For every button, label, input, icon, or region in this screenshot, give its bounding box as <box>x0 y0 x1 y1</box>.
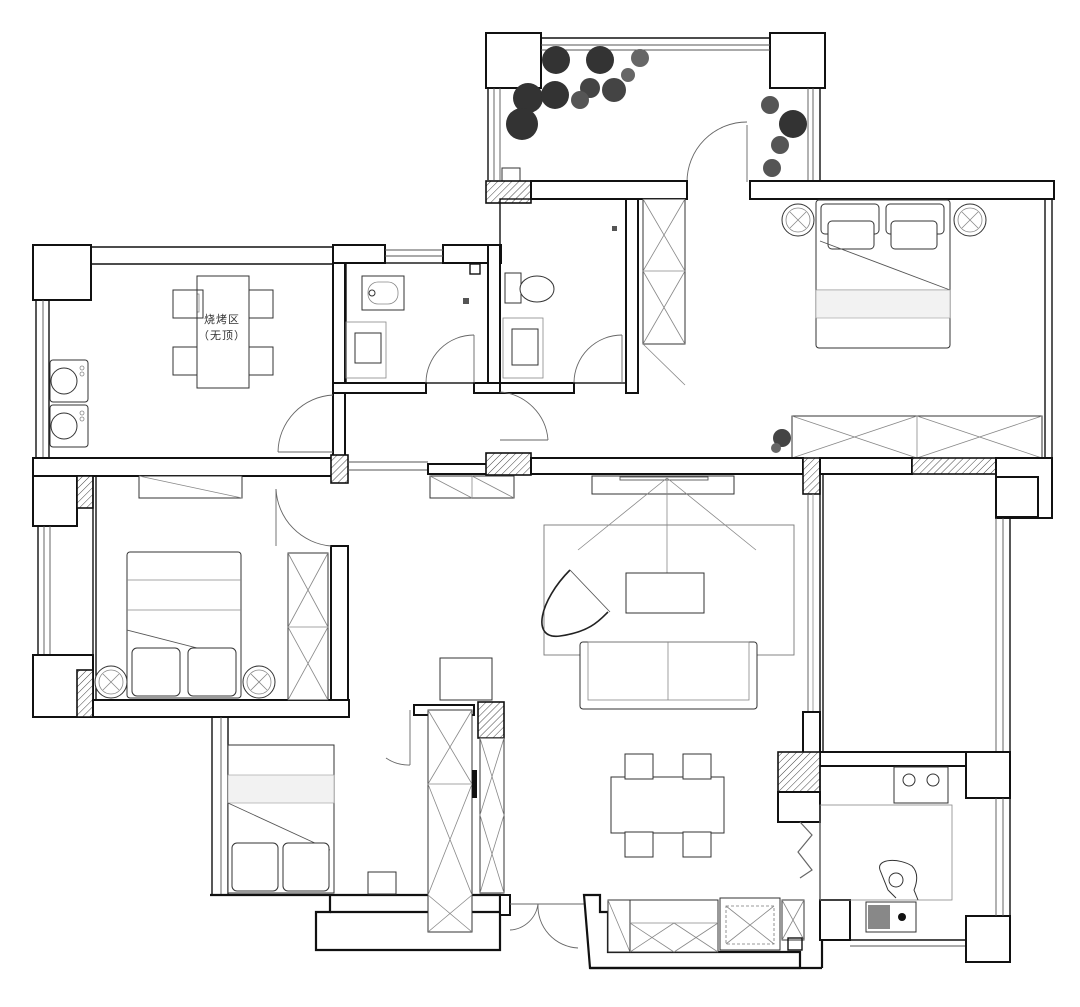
nightstand <box>242 665 276 699</box>
bedroom-wardrobe <box>791 415 1043 459</box>
kitchen-cabinets <box>607 899 719 953</box>
double-bed <box>815 199 951 349</box>
sink <box>502 317 544 379</box>
nightstand <box>94 665 128 699</box>
sink <box>345 321 387 379</box>
dryer <box>49 404 89 448</box>
chair <box>682 831 712 858</box>
bedroom-west <box>32 475 350 718</box>
coffee-table <box>625 572 705 614</box>
chair <box>682 753 712 780</box>
balcony-garden <box>485 32 826 183</box>
tv-cabinet <box>591 475 735 495</box>
sofa <box>579 641 758 710</box>
bathroom-1 <box>332 244 502 394</box>
lounge-chair <box>541 569 609 637</box>
washing-machine <box>49 359 89 403</box>
gas-stove <box>893 766 949 804</box>
room-sublabel: （无顶） <box>198 329 246 342</box>
fridge <box>719 897 781 951</box>
hall-wardrobe <box>642 198 686 386</box>
kitchen <box>777 751 1011 963</box>
master-bedroom <box>771 199 1043 459</box>
bbq-table <box>196 275 250 389</box>
wardrobe <box>479 737 505 894</box>
bedroom-south <box>210 657 505 952</box>
kitchen-island <box>819 804 953 901</box>
bbq-area <box>32 244 346 461</box>
bathroom-2 <box>499 198 639 394</box>
person-figure <box>879 860 919 901</box>
double-bed <box>126 551 242 699</box>
chair <box>624 831 654 858</box>
dining-table <box>610 776 725 834</box>
nightstand <box>953 203 987 237</box>
plant-cluster-northwest <box>506 46 649 140</box>
double-bed <box>227 744 335 894</box>
chair <box>248 346 274 376</box>
chair <box>172 289 198 319</box>
chair <box>624 753 654 780</box>
plant-cluster-northeast <box>761 96 807 177</box>
toilet <box>504 272 555 304</box>
wardrobe <box>287 552 329 701</box>
entry-south <box>499 893 824 970</box>
balcony-door-swing <box>686 121 748 183</box>
floor-drain <box>469 263 481 275</box>
dining-area <box>610 753 725 858</box>
chair <box>172 346 198 376</box>
living-room <box>429 475 821 761</box>
potted-plant <box>771 429 791 453</box>
wardrobe <box>427 709 473 933</box>
east-balcony <box>819 473 1011 799</box>
squat-toilet <box>361 275 405 311</box>
side-cabinet <box>439 657 493 701</box>
central-walls <box>32 391 1053 519</box>
chair <box>248 289 274 319</box>
sink <box>865 901 917 933</box>
desk-chair <box>367 871 397 895</box>
bbq-area-label: 烧烤区 （无顶） <box>192 312 252 344</box>
room-label: 烧烤区 <box>204 313 240 326</box>
north-walls <box>485 180 1055 460</box>
nightstand <box>781 203 815 237</box>
